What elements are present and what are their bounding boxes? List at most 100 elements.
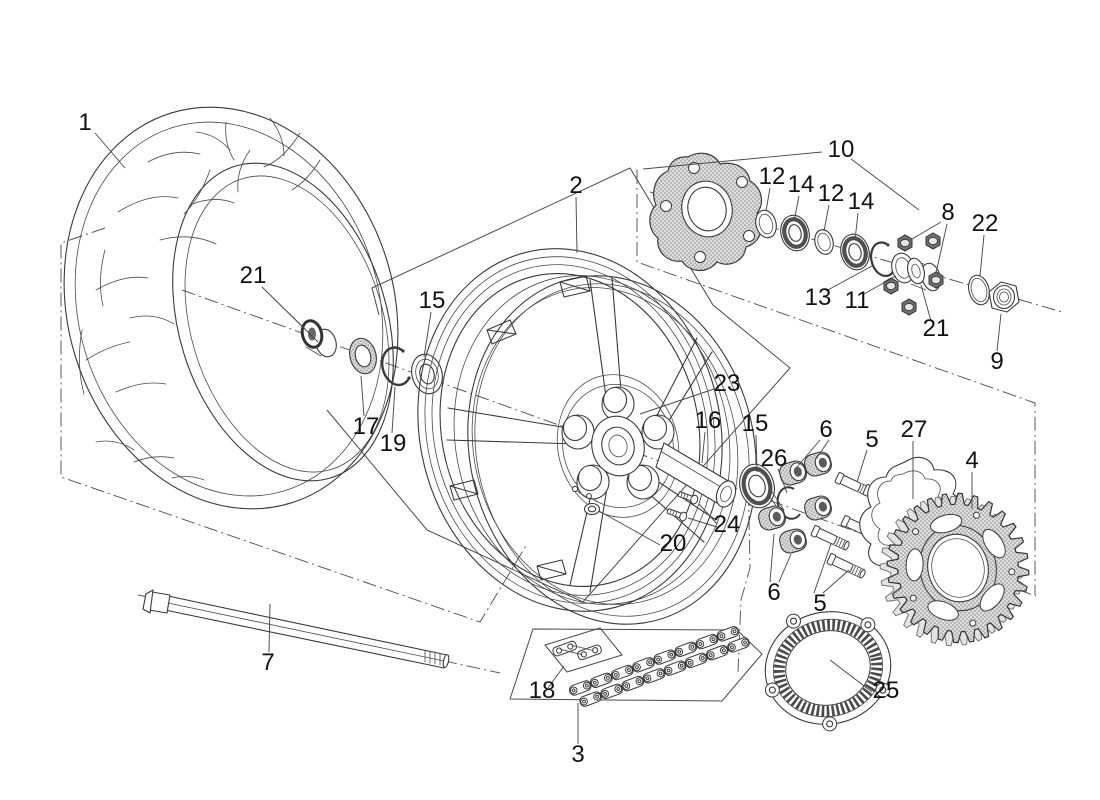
spacer-21-left [300,319,337,358]
spacer-12-b [814,229,834,255]
callout-spacer-12a: 12 [759,163,786,190]
leader-lines [94,132,1002,744]
leader-5-bottom [813,543,850,594]
bearing-14-a [780,214,810,252]
washer-17 [349,337,377,375]
chain-link [663,660,687,676]
washer-22 [968,274,990,306]
callout-bolts-top: 5 [865,426,878,453]
sprocket-group-frame [737,467,751,673]
chain-link [568,680,592,696]
leader-14-a [793,195,800,222]
callout-bolts-bottom: 5 [813,590,826,617]
chain-link [611,664,634,681]
chain-link [590,672,613,689]
callout-washer-22: 22 [972,210,999,237]
callout-screws-24: 24 [714,511,741,538]
wheel-rim [417,248,757,625]
sprocket-4 [879,492,1030,647]
chain-link [653,649,676,665]
callout-axle-7: 7 [261,649,274,676]
callout-sprocket-4: 4 [965,447,978,474]
chain-link [684,652,708,669]
leader-16 [701,431,706,464]
spacer-tube-16 [655,442,737,508]
spacer-12-a [755,209,777,239]
hub-stud [561,414,595,450]
abs-ring-tabs [764,613,891,732]
callout-spacer-right: 21 [923,315,950,342]
axle-nut-9 [988,281,1020,313]
master-link-frame [544,627,623,673]
wheel-hub [561,383,675,509]
chain-link [600,683,623,700]
leader-8 [911,221,948,274]
callout-dampers-top: 6 [819,416,832,443]
callout-dampers-bottom: 6 [767,579,780,606]
hub-group-frame [636,170,1036,595]
chain-group-frame [509,628,763,702]
circlip-13 [869,241,895,277]
chain-link [674,641,698,658]
leader-19 [391,386,396,434]
callout-nuts-8: 8 [941,199,954,226]
leader-23 [639,388,715,415]
leader-21-left [261,286,319,343]
chain-link [695,633,719,650]
leader-25 [829,659,873,693]
tire-group-frame [60,227,528,623]
callout-axle-nut-9: 9 [990,348,1003,375]
callout-valve-20: 20 [660,530,687,557]
chain-link [706,644,729,661]
leader-26 [777,468,788,494]
callout-plate-27: 27 [901,416,928,443]
leader-6-top [796,439,830,468]
callout-rim: 2 [569,172,582,199]
chain-link [579,691,602,707]
leader-5-top [856,449,868,483]
hub-carrier-flange [649,152,763,272]
callout-tire: 1 [78,109,91,136]
leader-18 [547,665,565,689]
callout-bearing-14a: 14 [788,171,815,198]
callout-abs-ring-25: 25 [873,677,900,704]
axle-shaft [142,589,450,669]
sprocket-cutouts [905,511,1016,627]
callout-circlip-26: 26 [761,445,788,472]
leader-10 [642,151,920,211]
callout-bearing-14b: 14 [848,188,875,215]
leader-15-left [423,311,432,358]
tire [63,106,399,510]
callout-bearing-left: 15 [419,287,446,314]
chain-link [727,637,750,653]
leader-1 [94,132,126,169]
master-link-18 [552,640,602,661]
callout-tube-16: 16 [695,407,722,434]
callout-bearing-right: 15 [742,410,769,437]
leader-12-a [765,187,771,212]
tire-tread-pattern [79,117,321,481]
leader-12-b [823,204,830,232]
callout-circlip-19: 19 [380,430,407,457]
wheel-group-frame [326,167,791,603]
chain-link [621,675,645,692]
leader-9 [996,313,1002,352]
callout-labels: 1 2 21 15 17 19 10 12 14 12 14 8 22 13 1… [78,109,1003,768]
callout-hub-group-10: 10 [828,136,855,163]
bearing-14-b [840,233,870,271]
chain-link [716,626,740,642]
leader-13 [825,265,873,292]
callout-master-link-18: 18 [529,677,556,704]
chain-link [632,657,655,673]
leader-15-right [755,434,758,473]
leader-20 [598,510,661,546]
leader-14-b [854,212,859,241]
callout-washer-11: 11 [845,287,870,314]
drive-chain [568,626,750,707]
leader-2 [575,196,578,254]
leader-17 [360,375,365,417]
valve-20 [571,485,601,516]
leader-21-right [920,284,932,322]
bearing-15-right [739,463,775,509]
